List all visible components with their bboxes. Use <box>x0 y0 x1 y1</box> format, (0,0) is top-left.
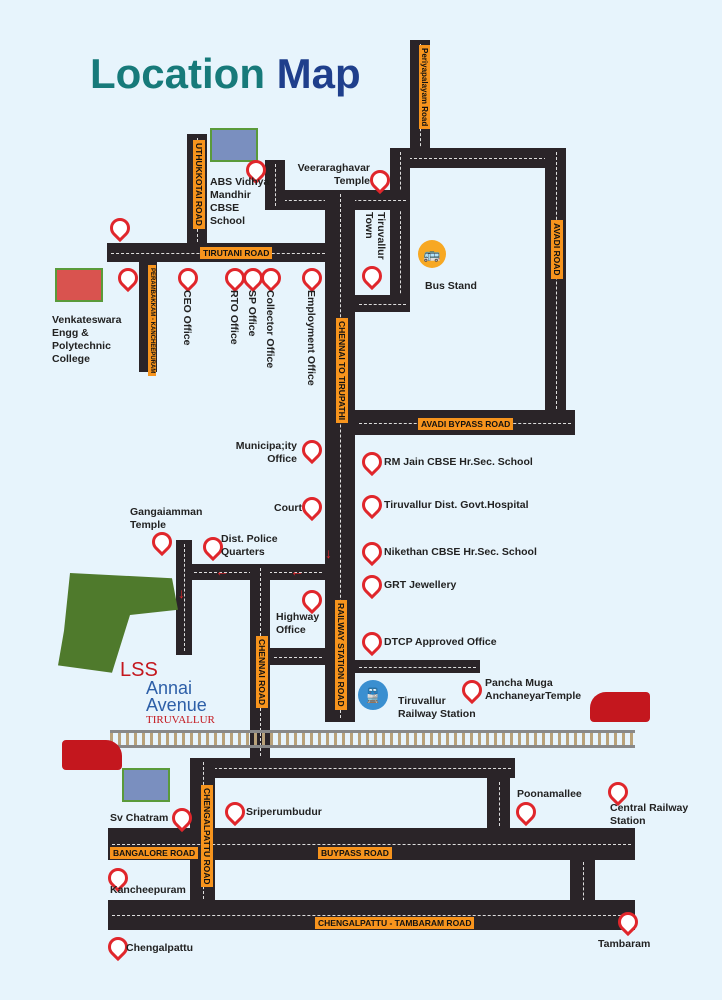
bus-icon: 🚌 <box>418 240 446 268</box>
place-label: Chengalpattu <box>126 942 194 954</box>
road-label: CHENGALPATTU ROAD <box>201 785 213 888</box>
road-label: CHENNAI ROAD <box>256 636 268 709</box>
direction-arrow-left-icon: ← <box>290 563 304 579</box>
place-label: Highway Office <box>276 611 320 636</box>
road-label: TIRUTANI ROAD <box>200 247 273 259</box>
place-label: Poonamallee <box>517 788 582 800</box>
place-label: Municipa;ity Office <box>235 440 297 465</box>
place-label: Pancha Muga AnchaneyarTemple <box>485 677 582 702</box>
place-label: RM Jain CBSE Hr.Sec. School <box>384 456 533 468</box>
place-label: CEO Office <box>181 290 193 346</box>
direction-arrow-down-icon: ↓ <box>178 585 185 601</box>
location-pin-icon[interactable] <box>357 537 387 567</box>
place-label: Sriperumbudur <box>246 806 322 818</box>
road-label: AVADI BYPASS ROAD <box>418 418 514 430</box>
place-label: Veeraraghavar Temple <box>297 162 370 187</box>
location-pin-icon[interactable] <box>256 263 286 293</box>
road-highway <box>270 648 326 665</box>
road-label: RAILWAY STATION ROAD <box>335 600 347 710</box>
road-veeraraghavar-v <box>265 160 285 210</box>
page-title: Location Map <box>90 50 361 97</box>
location-pin-icon[interactable] <box>220 797 250 827</box>
location-pin-icon[interactable] <box>297 263 327 293</box>
place-label: Nikethan CBSE Hr.Sec. School <box>384 546 537 558</box>
road-gangaiamman <box>176 540 192 655</box>
location-pin-icon[interactable] <box>113 263 143 293</box>
place-label: RTO Office <box>228 290 240 345</box>
school-building-icon <box>122 768 170 802</box>
place-label: Bus Stand <box>425 280 477 292</box>
road-top <box>390 148 566 168</box>
place-label: Gangaiamman Temple <box>130 506 203 531</box>
location-pin-icon[interactable] <box>173 263 203 293</box>
place-label: Collector Office <box>264 290 276 369</box>
place-label: Sv Chatram <box>110 812 169 824</box>
road-poonamallee <box>487 778 510 830</box>
location-pin-icon[interactable] <box>357 490 387 520</box>
place-label: SP Office <box>246 290 258 337</box>
train-station-icon: 🚆 <box>358 680 388 710</box>
road-label: PERAMBAKKAM - KANCHEEPURAM <box>148 265 156 377</box>
school-building-icon <box>210 128 258 162</box>
direction-arrow-left-icon: ← <box>215 563 229 579</box>
place-label: Tambaram <box>598 938 651 950</box>
place-label: Tiruvallur Town <box>363 212 387 260</box>
road-label: BUYPASS ROAD <box>318 847 392 859</box>
place-label: Tiruvallur Dist. Govt.Hospital <box>384 499 529 511</box>
location-pin-icon[interactable] <box>297 435 327 465</box>
location-pin-icon[interactable] <box>357 447 387 477</box>
place-label: ABS Vidhya Mandhir CBSE School <box>210 176 270 227</box>
place-label: Dist. Police Quarters <box>221 533 278 558</box>
location-pin-icon[interactable] <box>147 527 177 557</box>
place-label: Venkateswara Engg & Polytechnic College <box>52 314 122 365</box>
road-label: CHENNAI TO TIRUPATHI <box>336 318 348 424</box>
road-label: Periyapalayam Road <box>419 45 430 130</box>
place-label: Central Railway Station <box>610 802 689 827</box>
train-icon <box>62 740 122 770</box>
place-label: Court <box>274 502 302 514</box>
place-label: DTCP Approved Office <box>384 636 497 648</box>
place-label: Tiruvallur Railway Station <box>398 695 476 720</box>
location-pin-icon[interactable] <box>511 797 541 827</box>
road-label: AVADI ROAD <box>551 220 563 279</box>
road-label: UTHUKKOTAI ROAD <box>193 140 205 229</box>
lss-annai-avenue-logo: LSS Annai Avenue TIRUVALLUR <box>120 659 215 726</box>
road-busstand-link <box>355 295 410 312</box>
road-dtcp <box>355 660 480 673</box>
location-pin-icon[interactable] <box>105 213 135 243</box>
place-label: Employment Office <box>305 290 317 386</box>
train-icon <box>590 692 650 722</box>
road-avadi <box>545 148 566 413</box>
location-pin-icon[interactable] <box>357 261 387 291</box>
road-busstand <box>390 148 410 312</box>
road-label: BANGALORE ROAD <box>110 847 199 859</box>
location-pin-icon[interactable] <box>357 627 387 657</box>
railway-track <box>110 730 635 748</box>
road-south <box>190 758 515 778</box>
direction-arrow-down-icon: ↓ <box>325 545 332 561</box>
location-pin-icon[interactable] <box>297 492 327 522</box>
location-pin-icon[interactable] <box>297 585 327 615</box>
road-label: CHENGALPATTU - TAMBARAM ROAD <box>315 917 475 929</box>
location-pin-icon[interactable] <box>357 570 387 600</box>
college-building-icon <box>55 268 103 302</box>
place-label: Kancheepuram <box>110 884 186 896</box>
place-label: GRT Jewellery <box>384 579 457 591</box>
